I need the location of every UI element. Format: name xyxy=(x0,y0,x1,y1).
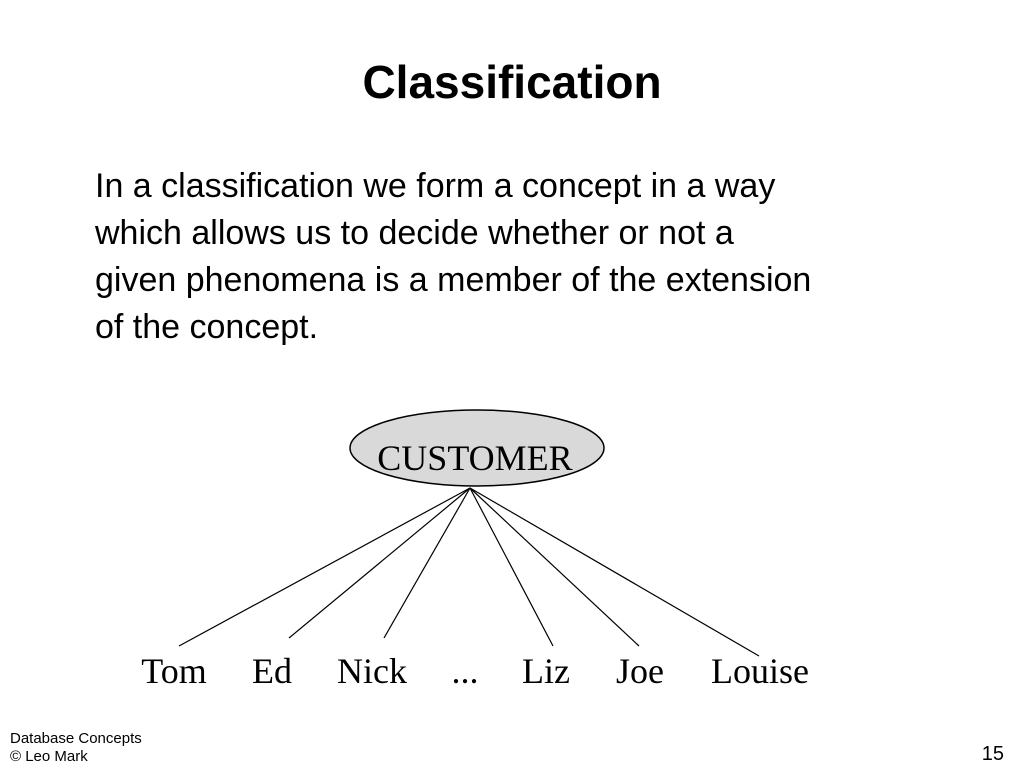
edge-customer-liz xyxy=(469,487,554,647)
instance-label-tom: Tom xyxy=(141,651,206,691)
body-line-3: given phenomena is a member of the exten… xyxy=(95,261,812,299)
body-line-2: which allows us to decide whether or not… xyxy=(95,214,734,252)
footer-course: Database Concepts xyxy=(10,730,142,747)
instance-label-liz: Liz xyxy=(522,651,570,691)
body-line-4: of the concept. xyxy=(95,308,319,346)
slide-title: Classification xyxy=(362,56,662,108)
edge-customer-ed xyxy=(288,487,471,639)
footer-credits: Database Concepts © Leo Mark xyxy=(10,730,142,766)
customer-node-label: CUSTOMER xyxy=(377,438,572,478)
instance-label-ellipsis: ... xyxy=(452,651,479,691)
instance-label-nick: Nick xyxy=(337,651,407,691)
instance-label-ed: Ed xyxy=(252,651,292,691)
customer-node xyxy=(349,409,605,487)
edge-customer-tom xyxy=(178,487,471,647)
edge-group xyxy=(178,487,760,657)
edge-customer-joe xyxy=(469,487,640,647)
page-number: 15 xyxy=(981,743,1004,765)
body-line-1: In a classification we form a concept in… xyxy=(95,167,776,205)
body-paragraph: In a classification we form a concept in… xyxy=(95,163,955,351)
footer-author: © Leo Mark xyxy=(10,748,88,765)
instance-label-joe: Joe xyxy=(616,651,664,691)
instance-label-louise: Louise xyxy=(711,651,809,691)
instance-labels: Tom Ed Nick ... Liz Joe Louise xyxy=(141,651,809,691)
edge-customer-nick xyxy=(383,487,471,639)
edge-customer-louise xyxy=(469,487,760,657)
